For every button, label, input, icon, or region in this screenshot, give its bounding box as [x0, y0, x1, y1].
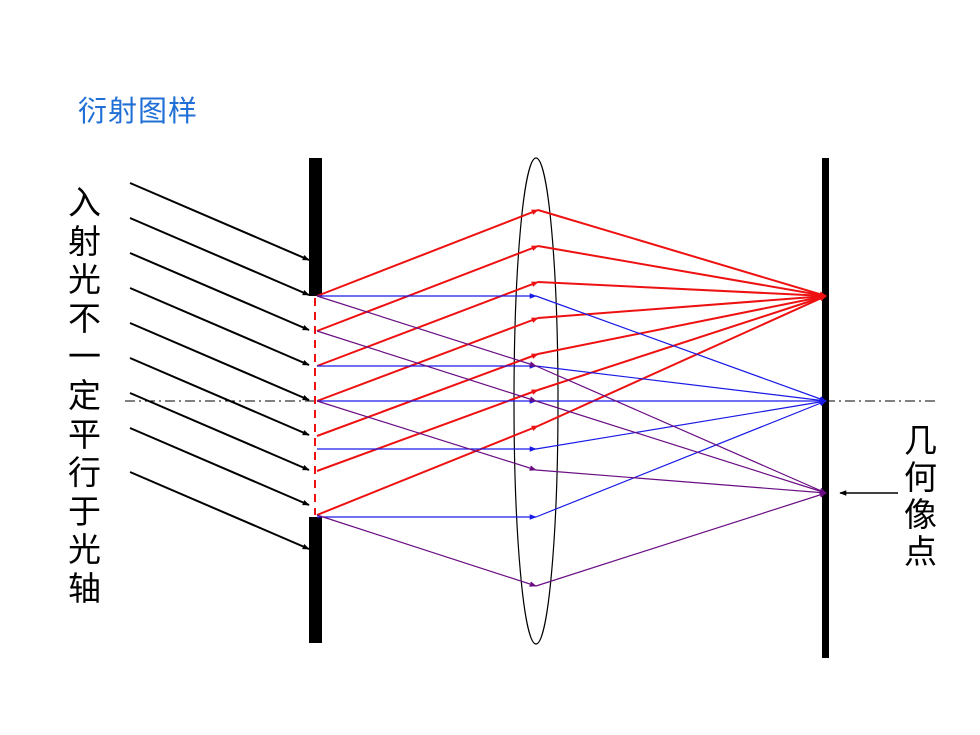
label-char: 于 — [68, 491, 101, 531]
observation-screen — [822, 158, 829, 658]
label-char: 定 — [68, 375, 101, 415]
geometric-image-point-label: 几何像点 — [904, 422, 937, 570]
label-char: 几 — [904, 421, 937, 460]
slit-screen-upper — [309, 158, 322, 296]
incident-rays — [129, 182, 310, 550]
incident-ray — [129, 357, 310, 436]
incident-ray — [129, 217, 310, 296]
label-char: 不 — [68, 298, 101, 338]
incident-ray — [129, 322, 310, 401]
incident-ray — [129, 287, 310, 366]
label-char: 一 — [68, 337, 101, 377]
label-char: 入 — [68, 183, 101, 222]
incident-ray — [129, 182, 310, 261]
label-char: 光 — [68, 260, 101, 300]
incident-ray — [129, 471, 310, 550]
incident-ray — [129, 392, 310, 471]
diagram-title: 衍射图样 — [78, 94, 199, 128]
purple-rays — [316, 295, 827, 587]
label-char: 轴 — [68, 568, 101, 608]
label-char: 光 — [68, 530, 101, 570]
label-char: 平 — [68, 414, 101, 454]
label-char: 行 — [68, 453, 101, 493]
red-rays-to-lens — [316, 209, 539, 516]
label-char: 像 — [904, 495, 937, 534]
label-char: 射 — [68, 221, 101, 261]
label-char: 点 — [904, 532, 937, 571]
slit-screen-lower — [309, 517, 322, 643]
label-char: 何 — [904, 458, 937, 497]
incident-light-label: 入射光不一定平行于光轴 — [68, 183, 101, 609]
incident-ray — [129, 252, 310, 331]
incident-ray — [129, 427, 310, 506]
red-rays-to-focus — [537, 209, 827, 427]
